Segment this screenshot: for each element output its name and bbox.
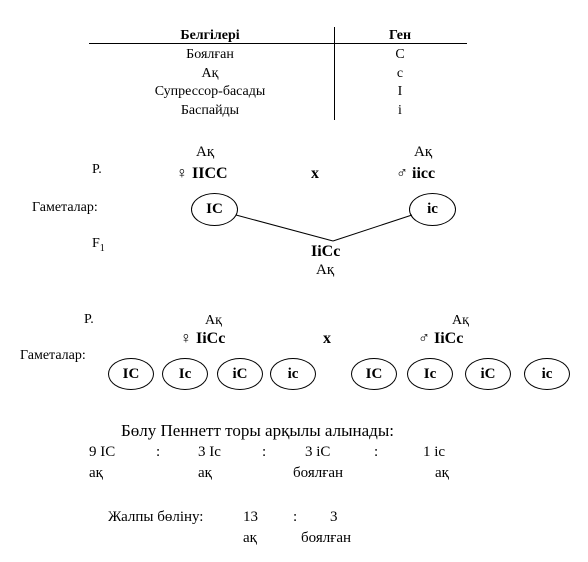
trait-cell: Ақ	[201, 66, 219, 81]
gene-cell: I	[397, 84, 403, 99]
male-phenotype: Ақ	[452, 313, 469, 328]
gene-cell: C	[395, 47, 405, 62]
cross-sign: x	[323, 330, 331, 347]
female-symbol: ♀	[176, 165, 188, 182]
table-column-divider	[334, 27, 335, 120]
table-top-rule	[89, 43, 467, 44]
trait-cell: Боялған	[186, 47, 234, 62]
summary-ratio-right: 3	[330, 509, 338, 525]
gametes-label: Гаметалар:	[20, 348, 86, 363]
summary-label: Жалпы бөліну:	[108, 509, 204, 525]
parent-label: P.	[92, 162, 102, 177]
gamete-circle: Ic	[162, 358, 208, 390]
header-gene: Ген	[388, 28, 412, 43]
ratio-separator: :	[262, 444, 267, 460]
f1-label: F1	[92, 236, 105, 254]
male-genotype: IiCc	[434, 330, 464, 347]
gamete-circle: ic	[524, 358, 570, 390]
gamete-circle: iC	[465, 358, 511, 390]
gametes-label: Гаметалар:	[32, 200, 98, 215]
gene-cell: i	[398, 103, 402, 118]
summary-phenotype-right: боялған	[301, 530, 352, 546]
gene-cell: c	[396, 66, 404, 81]
gamete-circle: IC	[351, 358, 397, 390]
ratio-separator: :	[156, 444, 161, 460]
female-symbol: ♀	[180, 330, 192, 347]
genotype-class: 9 IC	[89, 444, 116, 460]
f1-letter: F	[92, 236, 100, 251]
trait-cell: Баспайды	[180, 103, 240, 118]
female-phenotype: Ақ	[196, 144, 215, 160]
female-genotype: IICC	[192, 165, 228, 182]
female-genotype-line: ♀ IiCc	[180, 330, 225, 348]
ratio-separator: :	[374, 444, 379, 460]
f1-genotype: IiCc	[311, 243, 341, 260]
phenotype-class: ақ	[198, 465, 212, 481]
male-genotype-line: ♂ iicc	[396, 165, 435, 183]
gamete-circle: IC	[191, 193, 238, 226]
male-symbol: ♂	[418, 330, 430, 347]
male-genotype: iicc	[412, 165, 436, 182]
summary-separator: :	[293, 509, 298, 525]
phenotype-class: ақ	[435, 465, 449, 481]
gamete-circle: ic	[270, 358, 316, 390]
f1-phenotype: Ақ	[316, 262, 335, 278]
female-genotype-line: ♀ IICC	[176, 165, 228, 183]
cross-sign: x	[311, 165, 319, 182]
f1-subscript: 1	[99, 242, 105, 254]
gamete-circle: IC	[108, 358, 154, 390]
gamete-circle: iC	[217, 358, 263, 390]
gamete-circle: ic	[409, 193, 456, 226]
trait-cell: Супрессор-басады	[154, 84, 266, 99]
female-genotype: IiCc	[196, 330, 226, 347]
parent-label: P.	[84, 312, 94, 327]
genotype-class: 3 iC	[305, 444, 331, 460]
genotype-class: 1 ic	[423, 444, 446, 460]
phenotype-class: ақ	[89, 465, 103, 481]
summary-phenotype-left: ақ	[243, 530, 257, 546]
gamete-circle: Ic	[407, 358, 453, 390]
genotype-class: 3 Ic	[198, 444, 221, 460]
punnett-intro: Бөлу Пеннетт торы арқылы алынады:	[121, 421, 394, 440]
male-phenotype: Ақ	[414, 144, 433, 160]
phenotype-class: боялған	[293, 465, 344, 481]
female-phenotype: Ақ	[205, 313, 222, 328]
header-traits: Белгілері	[180, 28, 240, 43]
male-genotype-line: ♂ IiCc	[418, 330, 463, 348]
summary-ratio-left: 13	[243, 509, 258, 525]
male-symbol: ♂	[396, 165, 408, 182]
